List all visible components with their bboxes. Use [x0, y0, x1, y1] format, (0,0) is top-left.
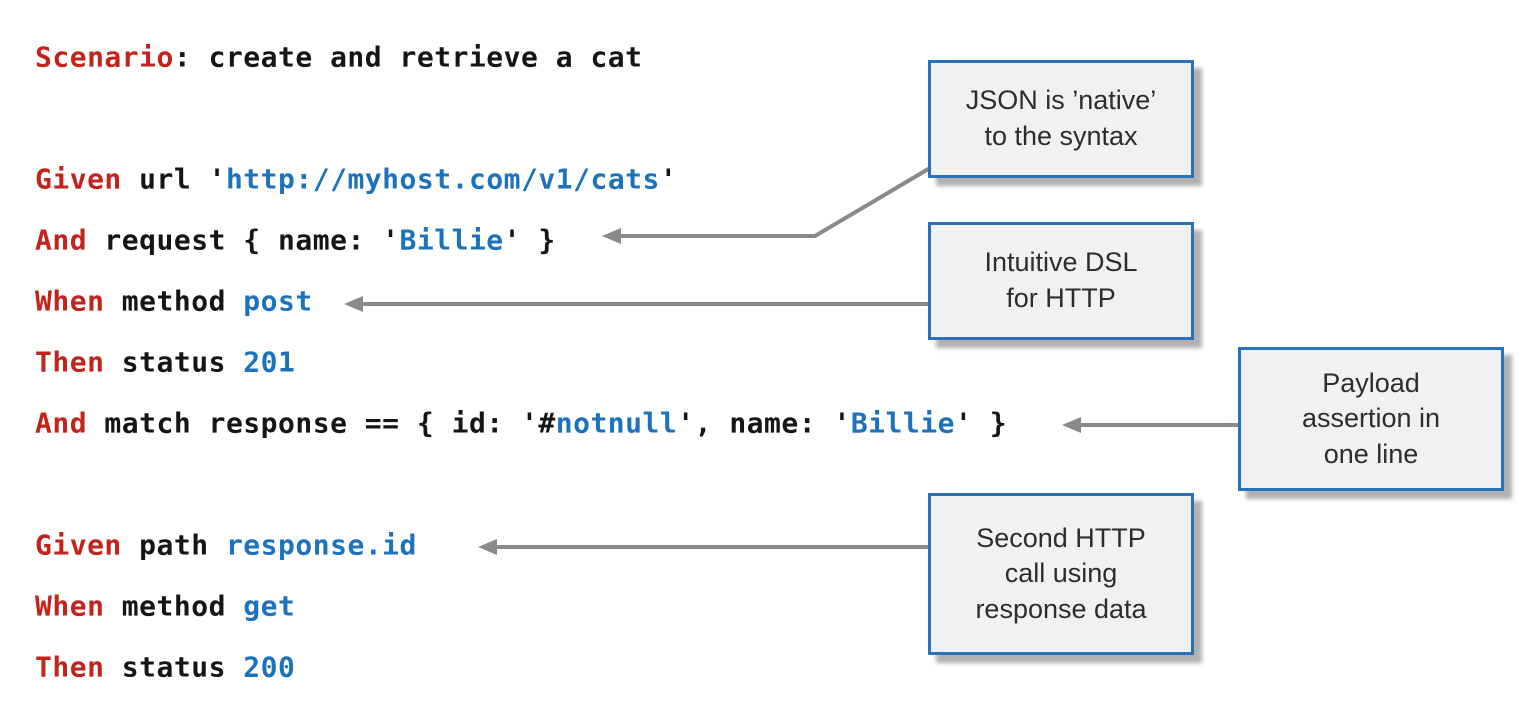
code-segment-value: Billie — [399, 223, 504, 257]
code-line: Then status 201 — [35, 346, 295, 379]
callout-json-native: JSON is ’native’ to the syntax — [928, 60, 1194, 178]
code-segment-value: 201 — [243, 345, 296, 379]
code-segment-plain: status — [104, 650, 244, 684]
code-segment-plain: ', name: ' — [677, 406, 851, 440]
code-segment-plain: status — [104, 345, 244, 379]
callout-payload-assertion: Payload assertion in one line — [1238, 347, 1504, 491]
arrowhead-icon — [602, 228, 621, 244]
code-segment-keyword: Given — [35, 528, 122, 562]
code-segment-keyword: Scenario — [35, 40, 174, 74]
code-line: And match response == { id: '#notnull', … — [35, 407, 1007, 440]
code-line: Scenario: create and retrieve a cat — [35, 41, 643, 74]
code-segment-value: get — [243, 589, 296, 623]
code-segment-plain: ' } — [503, 223, 556, 257]
code-segment-plain: : create and retrieve a cat — [173, 40, 643, 74]
code-segment-plain: request { name: ' — [87, 223, 400, 257]
code-segment-keyword: When — [35, 284, 105, 318]
code-segment-plain: method — [104, 284, 244, 318]
code-segment-keyword: Given — [35, 162, 122, 196]
code-line: When method get — [35, 590, 295, 623]
code-segment-value: notnull — [555, 406, 678, 440]
code-segment-plain: match response == { id: '# — [87, 406, 556, 440]
callout-second-call-text: Second HTTP call using response data — [975, 522, 1147, 624]
code-segment-value: Billie — [850, 406, 955, 440]
callout-intuitive-dsl: Intuitive DSL for HTTP — [928, 222, 1194, 340]
code-segment-keyword: Then — [35, 650, 105, 684]
code-line: Given url 'http://myhost.com/v1/cats' — [35, 163, 677, 196]
arrowhead-icon — [1062, 417, 1081, 433]
code-segment-plain: ' — [659, 162, 678, 196]
code-segment-keyword: When — [35, 589, 105, 623]
code-line: And request { name: 'Billie' } — [35, 224, 556, 257]
code-segment-keyword: And — [35, 406, 88, 440]
arrowhead-icon — [478, 539, 497, 555]
code-segment-value: post — [243, 284, 313, 318]
callout-json-native-text: JSON is ’native’ to the syntax — [965, 85, 1157, 151]
code-segment-value: 200 — [243, 650, 296, 684]
callout-second-call: Second HTTP call using response data — [928, 493, 1194, 655]
code-segment-plain: url ' — [121, 162, 226, 196]
code-segment-value: response.id — [225, 528, 417, 562]
code-line: Then status 200 — [35, 651, 295, 684]
connector-line-json-native — [618, 166, 932, 238]
code-segment-keyword: Then — [35, 345, 105, 379]
code-segment-value: http://myhost.com/v1/cats — [225, 162, 660, 196]
code-segment-keyword: And — [35, 223, 88, 257]
callout-payload-assertion-text: Payload assertion in one line — [1301, 367, 1441, 469]
arrowhead-icon — [344, 296, 363, 312]
code-segment-plain: method — [104, 589, 244, 623]
code-segment-plain: ' } — [954, 406, 1008, 440]
code-line: Given path response.id — [35, 529, 417, 562]
code-segment-plain: path — [121, 528, 226, 562]
callout-intuitive-dsl-text: Intuitive DSL for HTTP — [984, 247, 1138, 313]
code-line: When method post — [35, 285, 313, 318]
